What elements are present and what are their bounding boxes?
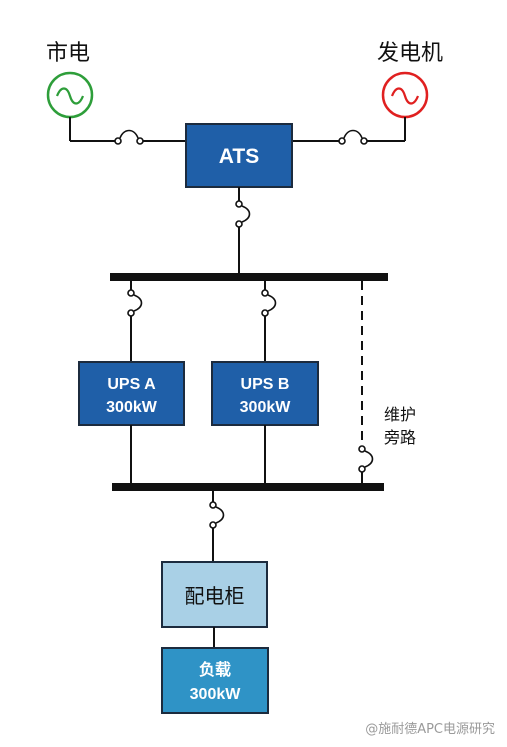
ups-b-capacity: 300kW: [240, 399, 292, 416]
load-box: 负载 300kW: [161, 647, 269, 714]
lower-busbar: [112, 483, 384, 491]
ups-b-input-switch-icon: [261, 289, 277, 317]
ats-box: ATS: [185, 123, 293, 188]
watermark-text: @施耐德APC电源研究: [365, 722, 495, 737]
ats-output-switch-icon: [235, 200, 251, 228]
ups-a-name: UPS A: [107, 376, 156, 393]
grid-label: 市电: [46, 41, 90, 66]
generator-switch-icon: [338, 129, 368, 145]
grid-feeder-line: [69, 117, 186, 142]
ats-label: ATS: [219, 145, 259, 168]
ups-a-capacity: 300kW: [106, 399, 158, 416]
ups-b-box: UPS B 300kW: [211, 361, 319, 426]
generator-label: 发电机: [377, 41, 443, 66]
cabinet-input-switch-icon: [209, 501, 225, 529]
generator-source-icon: [381, 71, 429, 119]
bypass-switch-icon: [358, 445, 374, 473]
distribution-cabinet-box: 配电柜: [161, 561, 268, 628]
bypass-label-line1: 维护: [384, 405, 416, 424]
ups-b-name: UPS B: [241, 376, 290, 393]
load-name: 负载: [199, 660, 231, 679]
load-capacity: 300kW: [190, 686, 242, 703]
ups-a-box: UPS A 300kW: [78, 361, 185, 426]
distribution-cabinet-label: 配电柜: [185, 584, 245, 608]
grid-switch-icon: [114, 129, 144, 145]
ups-a-input-switch-icon: [127, 289, 143, 317]
grid-source-icon: [46, 71, 94, 119]
upper-busbar: [110, 273, 388, 281]
bypass-label-line2: 旁路: [384, 428, 416, 447]
generator-feeder-line: [292, 117, 406, 142]
